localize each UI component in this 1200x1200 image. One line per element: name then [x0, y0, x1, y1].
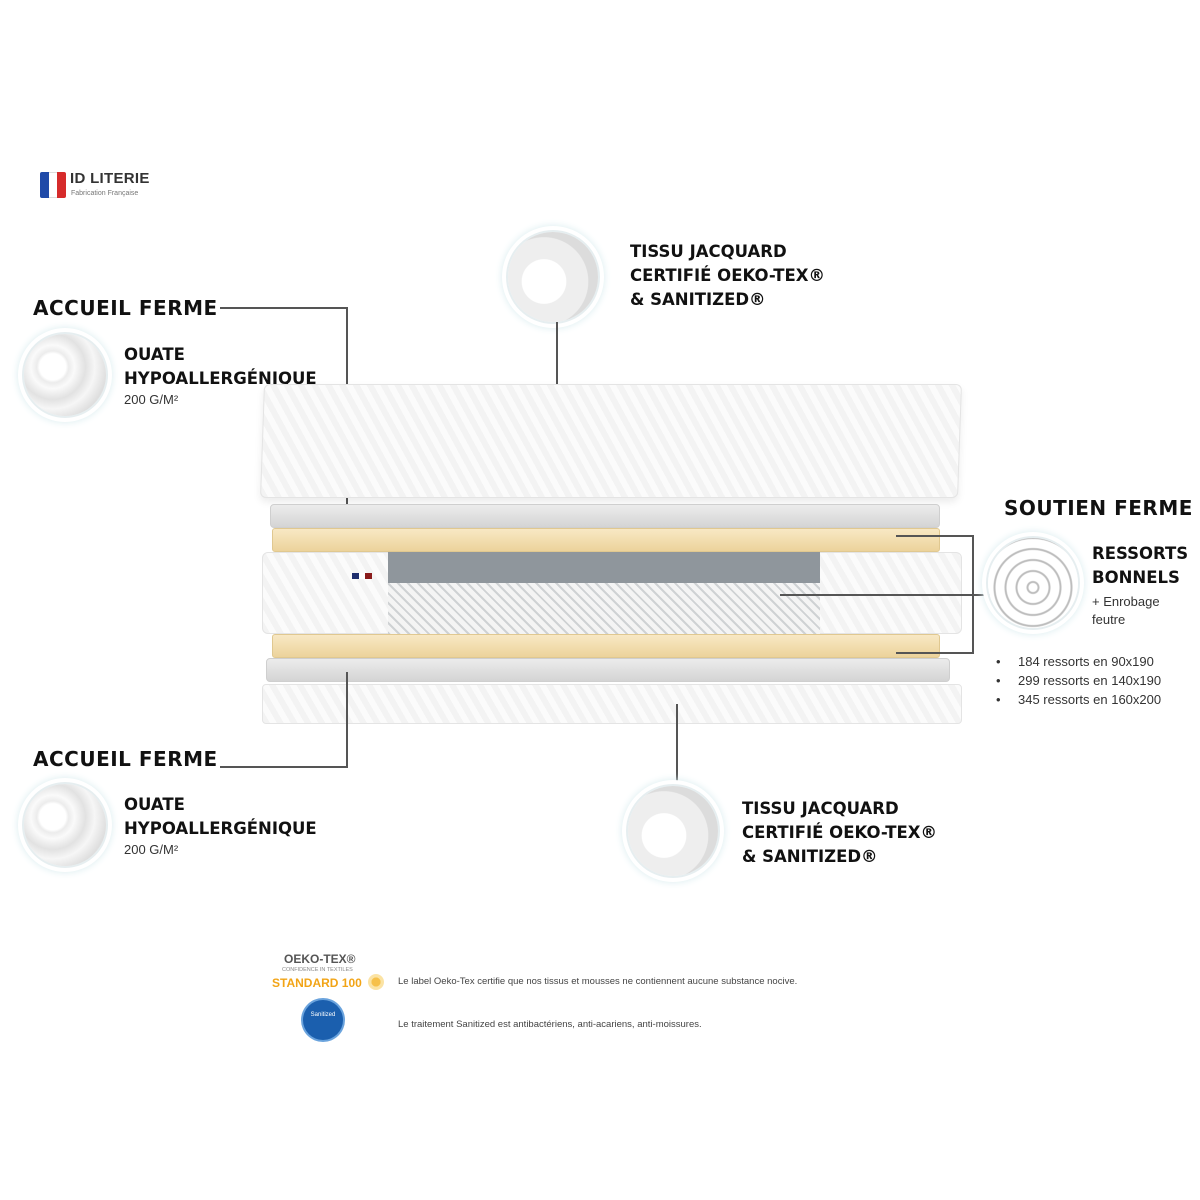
mattress-bottom-fabric-layer [262, 684, 962, 724]
top-comfort-line2: HYPOALLERGÉNIQUE [124, 369, 317, 388]
top-fabric-connector [556, 322, 558, 402]
oekotex-text: Le label Oeko-Tex certifie que nos tissu… [398, 976, 798, 987]
list-item: 299 ressorts en 140x190 [996, 671, 1161, 690]
sanitized-logo-label: Sanitized [310, 1012, 336, 1018]
bottom-fabric-connector [676, 704, 678, 786]
mattress-top-wadding-layer [270, 504, 940, 528]
bottom-comfort-heading: ACCUEIL FERME [33, 747, 218, 771]
french-flag-icon [40, 172, 66, 198]
oekotex-logo-standard: STANDARD 100 [272, 976, 362, 990]
sun-icon [368, 974, 384, 990]
support-spring-count-list: 184 ressorts en 90x190 299 ressorts en 1… [996, 652, 1161, 709]
support-bracket-bottom [896, 652, 974, 654]
bottom-fabric-swatch [628, 786, 718, 876]
bottom-fabric-line2: CERTIFIÉ OEKO-TEX® [742, 823, 938, 842]
bottom-comfort-line1: OUATE [124, 795, 185, 814]
top-fabric-line1: TISSU JACQUARD [630, 242, 787, 261]
mattress-bottom-foam-layer [272, 634, 940, 658]
top-comfort-line1: OUATE [124, 345, 185, 364]
mattress-top-foam-layer [272, 528, 940, 552]
top-fabric-line2: CERTIFIÉ OEKO-TEX® [630, 266, 826, 285]
support-bracket-top [896, 535, 974, 537]
oekotex-logo: OEKO-TEX® CONFIDENCE IN TEXTILES STANDAR… [270, 952, 388, 994]
support-detail2: feutre [1092, 612, 1126, 627]
mattress-spring-block [388, 552, 820, 634]
top-comfort-swatch [24, 334, 106, 416]
list-item: 345 ressorts en 160x200 [996, 690, 1161, 709]
support-line1: RESSORTS [1092, 544, 1189, 563]
top-comfort-connector-h [220, 307, 348, 309]
support-spring-swatch [988, 538, 1078, 628]
support-detail1: + Enrobage [1092, 594, 1160, 609]
support-spring-connector [780, 594, 992, 596]
brand-logo: ID LITERIE Fabrication Française [40, 170, 160, 204]
oekotex-logo-title: OEKO-TEX® [284, 952, 356, 966]
support-heading: SOUTIEN FERME [1004, 496, 1193, 520]
support-line2: BONNELS [1092, 568, 1180, 587]
bottom-comfort-connector-v [346, 672, 348, 768]
mattress-top-fabric-layer [260, 384, 962, 498]
top-fabric-line3: & SANITIZED® [630, 290, 766, 309]
bottom-comfort-detail: 200 G/M² [124, 842, 179, 857]
oekotex-logo-sub: CONFIDENCE IN TEXTILES [282, 967, 353, 973]
bottom-fabric-line1: TISSU JACQUARD [742, 799, 899, 818]
french-flag-label-icon [352, 573, 373, 579]
top-comfort-heading: ACCUEIL FERME [33, 296, 218, 320]
mattress-bottom-wadding-layer [266, 658, 950, 682]
bottom-fabric-line3: & SANITIZED® [742, 847, 878, 866]
bottom-comfort-line2: HYPOALLERGÉNIQUE [124, 819, 317, 838]
sanitized-text: Le traitement Sanitized est antibactérie… [398, 1019, 702, 1030]
sanitized-logo: Sanitized [303, 1000, 343, 1040]
brand-tagline: Fabrication Française [71, 190, 139, 197]
list-item: 184 ressorts en 90x190 [996, 652, 1161, 671]
top-fabric-swatch [508, 232, 598, 322]
brand-name: ID LITERIE [70, 170, 150, 187]
top-comfort-detail: 200 G/M² [124, 392, 179, 407]
bottom-comfort-swatch [24, 784, 106, 866]
bottom-comfort-connector-h [220, 766, 348, 768]
